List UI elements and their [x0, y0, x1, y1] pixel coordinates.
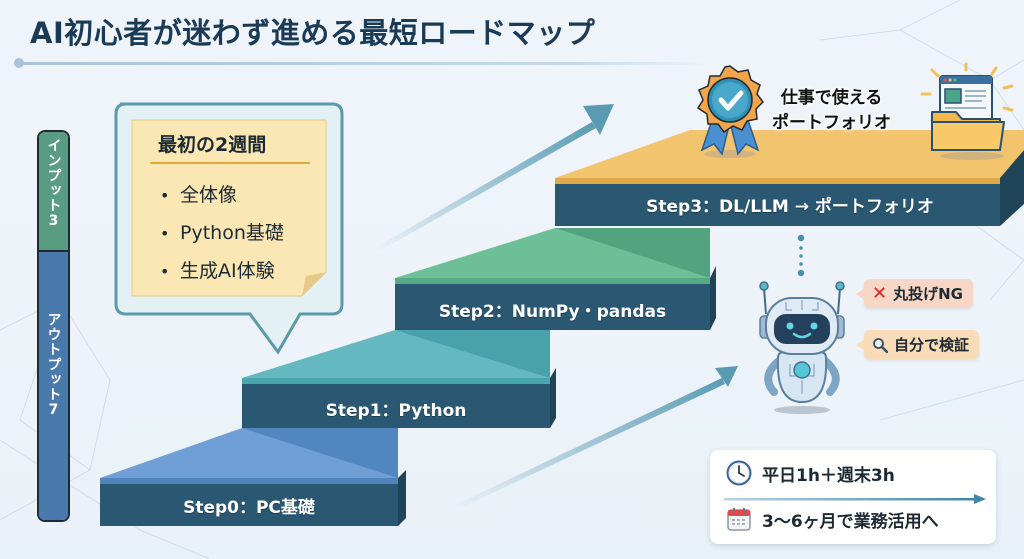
dotted-connector	[797, 234, 805, 277]
step-1-label: Step1：Python	[325, 401, 467, 421]
step-0	[100, 428, 406, 526]
step-0-label: Step0：PC基礎	[183, 498, 315, 518]
lower-growth-arrow	[455, 366, 738, 509]
step-3	[555, 130, 1024, 226]
magnifier-icon	[873, 337, 888, 353]
self-verify-bubble: 自分で検証	[855, 330, 980, 359]
output-segment: アウトプット7	[39, 252, 68, 520]
portfolio-caption-line1: 仕事で使える	[780, 88, 883, 108]
clock-icon	[726, 460, 752, 486]
portfolio-caption-line2: ポートフォリオ	[772, 113, 891, 133]
title-underline-dot	[14, 58, 24, 68]
portfolio-folder-icon	[920, 62, 1014, 160]
step-2-label: Step2：NumPy・pandas	[438, 302, 667, 322]
step-2	[395, 228, 716, 330]
callout-title: 最初の2週間	[158, 134, 267, 156]
step-1	[242, 330, 556, 428]
callout-list: 全体像 Python基礎 生成AI体験	[160, 176, 284, 290]
robot-icon	[759, 281, 845, 414]
schedule-arrow	[724, 494, 986, 504]
step-3-label: Step3：DL/LLM → ポートフォリオ	[646, 197, 934, 217]
callout-item: 生成AI体験	[160, 252, 284, 290]
input-output-ratio-bar: インプット3 アウトプット7	[37, 130, 70, 522]
no-delegation-bubble: ✕ 丸投げNG	[856, 279, 973, 308]
callout-item: Python基礎	[160, 214, 284, 252]
self-verify-text: 自分で検証	[894, 336, 970, 354]
schedule-time-text: 平日1h＋週末3h	[762, 465, 895, 486]
input-segment: インプット3	[39, 132, 68, 252]
schedule-row-period: 3〜6ヶ月で業務活用へ	[726, 506, 939, 532]
no-delegation-text: 丸投げNG	[893, 285, 963, 303]
award-badge-icon	[696, 65, 764, 158]
title-underline	[20, 62, 710, 65]
callout-title-underline	[150, 162, 310, 164]
input-label: インプット3	[45, 138, 62, 230]
page-title: AI初心者が迷わず進める最短ロードマップ	[30, 16, 596, 50]
portfolio-caption: 仕事で使える ポートフォリオ	[772, 86, 891, 136]
callout-item: 全体像	[160, 176, 284, 214]
schedule-period-text: 3〜6ヶ月で業務活用へ	[762, 511, 939, 532]
schedule-row-time: 平日1h＋週末3h	[726, 460, 895, 486]
schedule-card: 平日1h＋週末3h 3〜6ヶ月で業務活用へ	[710, 450, 996, 544]
upper-growth-arrow	[375, 104, 614, 252]
x-icon: ✕	[872, 282, 888, 304]
output-label: アウトプット7	[45, 312, 62, 419]
calendar-icon	[727, 508, 751, 531]
